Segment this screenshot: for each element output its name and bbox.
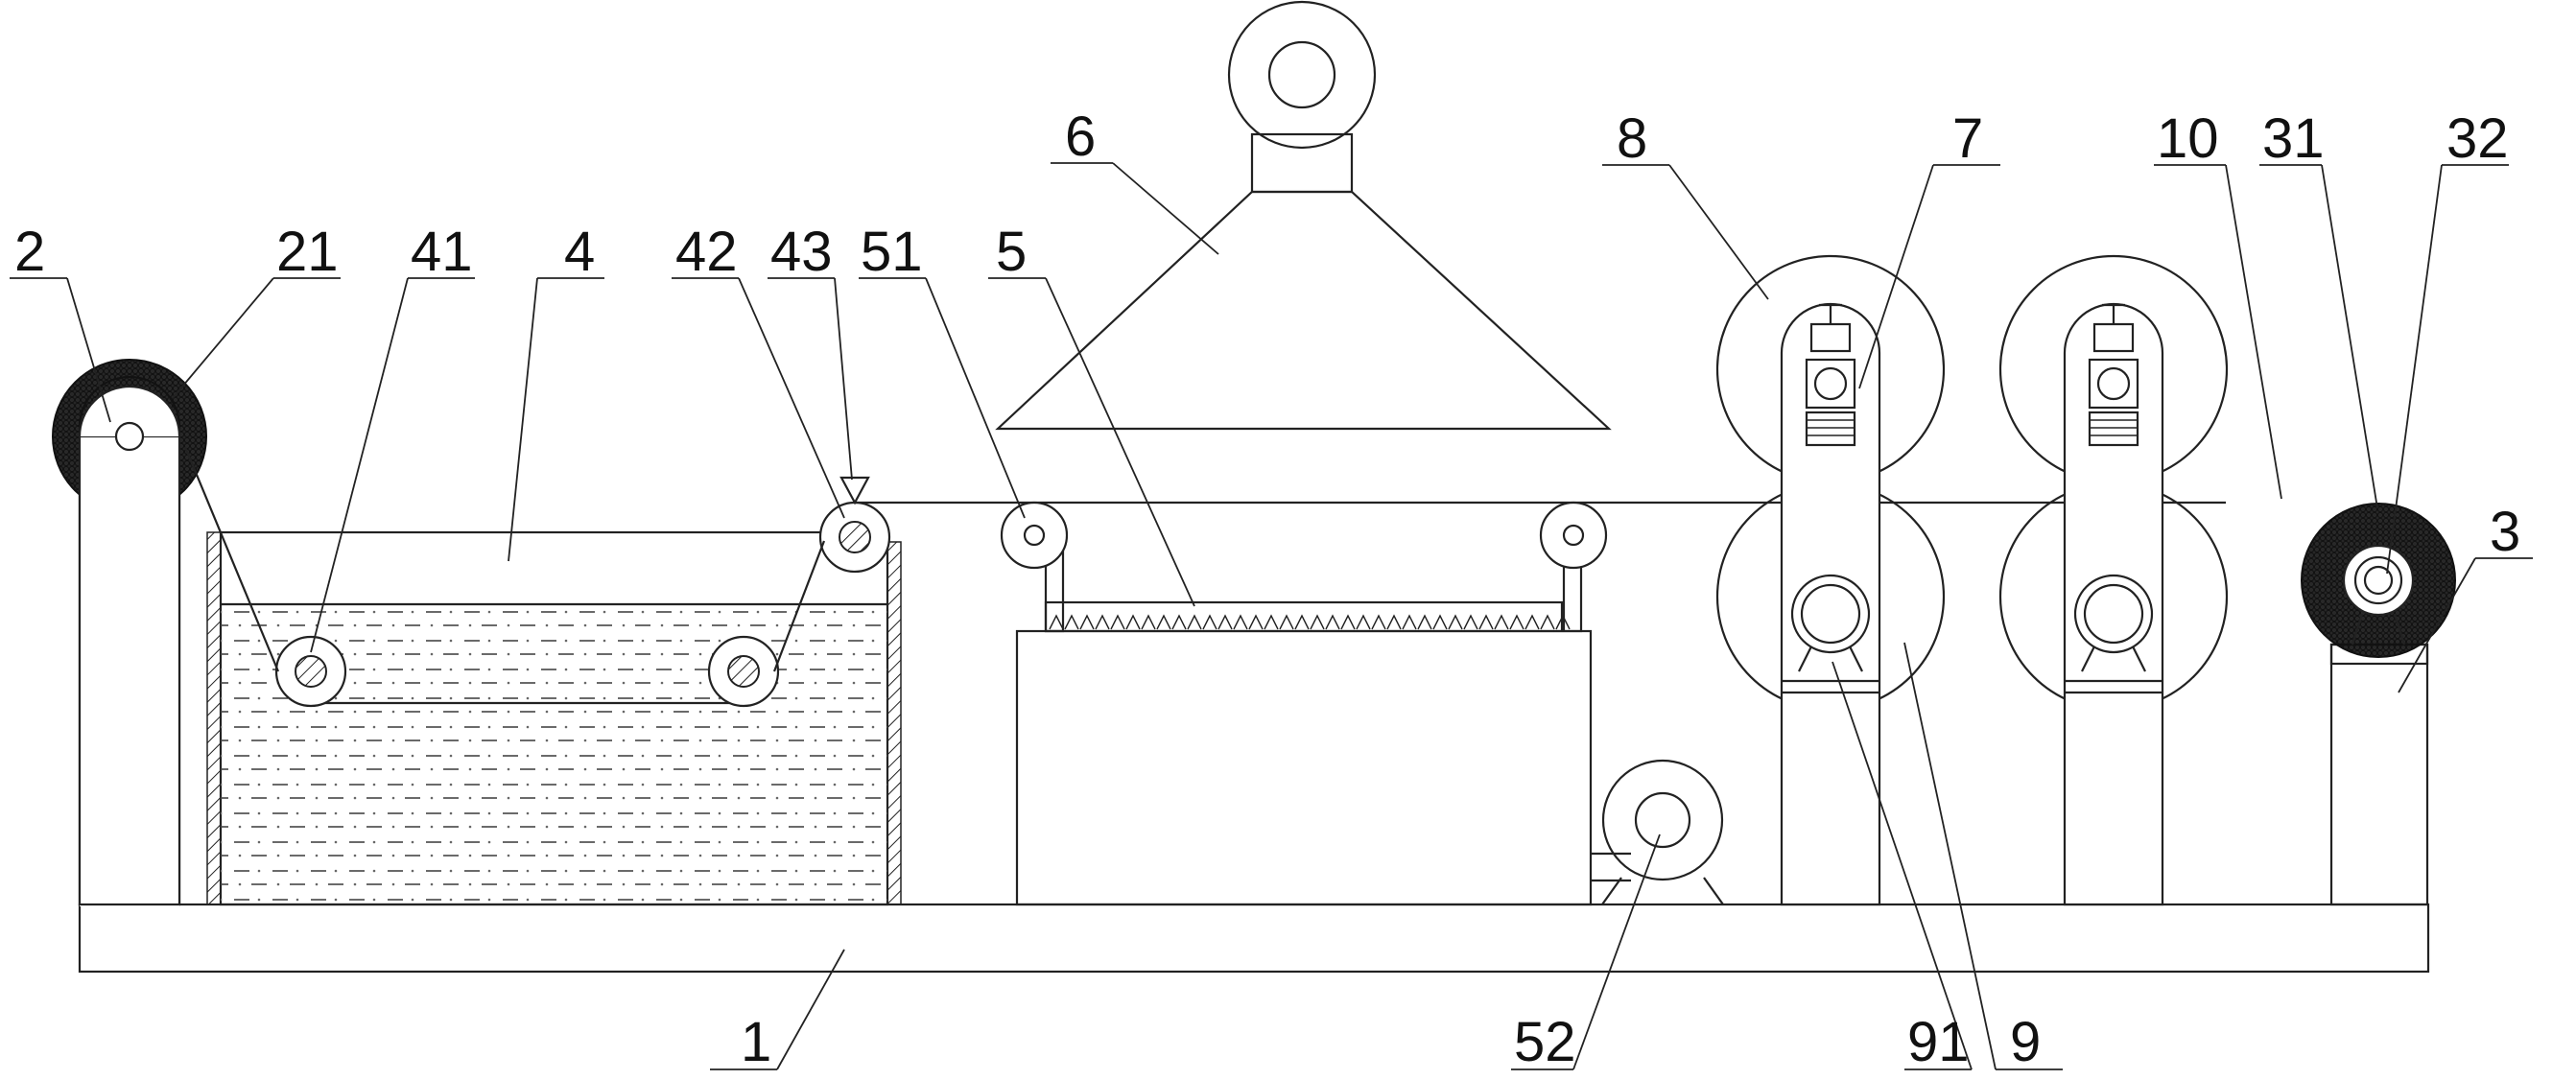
label-8: 8 — [1617, 107, 1647, 170]
label-9: 9 — [2010, 1011, 2041, 1073]
tank-roller-right — [707, 635, 780, 708]
label-21: 21 — [276, 221, 339, 283]
label-7: 7 — [1952, 107, 1983, 170]
exhaust-hood — [995, 0, 1612, 431]
impregnation-tank — [206, 530, 902, 906]
spray-nozzle — [839, 476, 870, 505]
tank-roller-left — [274, 635, 347, 708]
label-32: 32 — [2446, 107, 2509, 170]
drying-box — [1000, 501, 1608, 906]
label-4: 4 — [564, 221, 595, 283]
exit-roller — [818, 501, 891, 574]
label-91: 91 — [1907, 1011, 1970, 1073]
film-path — [183, 446, 2226, 672]
press-station-2 — [1998, 254, 2229, 906]
label-10: 10 — [2157, 107, 2219, 170]
label-31: 31 — [2262, 107, 2325, 170]
leader-lines — [10, 162, 2533, 1070]
blower — [1591, 759, 1724, 905]
label-5: 5 — [996, 221, 1027, 283]
rewind-stand — [2301, 503, 2456, 906]
label-43: 43 — [770, 221, 833, 283]
label-42: 42 — [675, 221, 738, 283]
label-41: 41 — [411, 221, 473, 283]
label-3: 3 — [2490, 501, 2520, 563]
unwind-stand — [52, 359, 207, 906]
label-1: 1 — [741, 1011, 771, 1073]
press-station-1 — [1715, 254, 1946, 906]
label-51: 51 — [861, 221, 923, 283]
base-frame — [78, 903, 2430, 974]
label-2: 2 — [14, 221, 45, 283]
label-6: 6 — [1065, 106, 1096, 168]
label-52: 52 — [1514, 1011, 1576, 1073]
callout-labels: 2 21 41 4 42 43 51 5 6 8 7 10 31 32 3 1 … — [14, 106, 2520, 1073]
